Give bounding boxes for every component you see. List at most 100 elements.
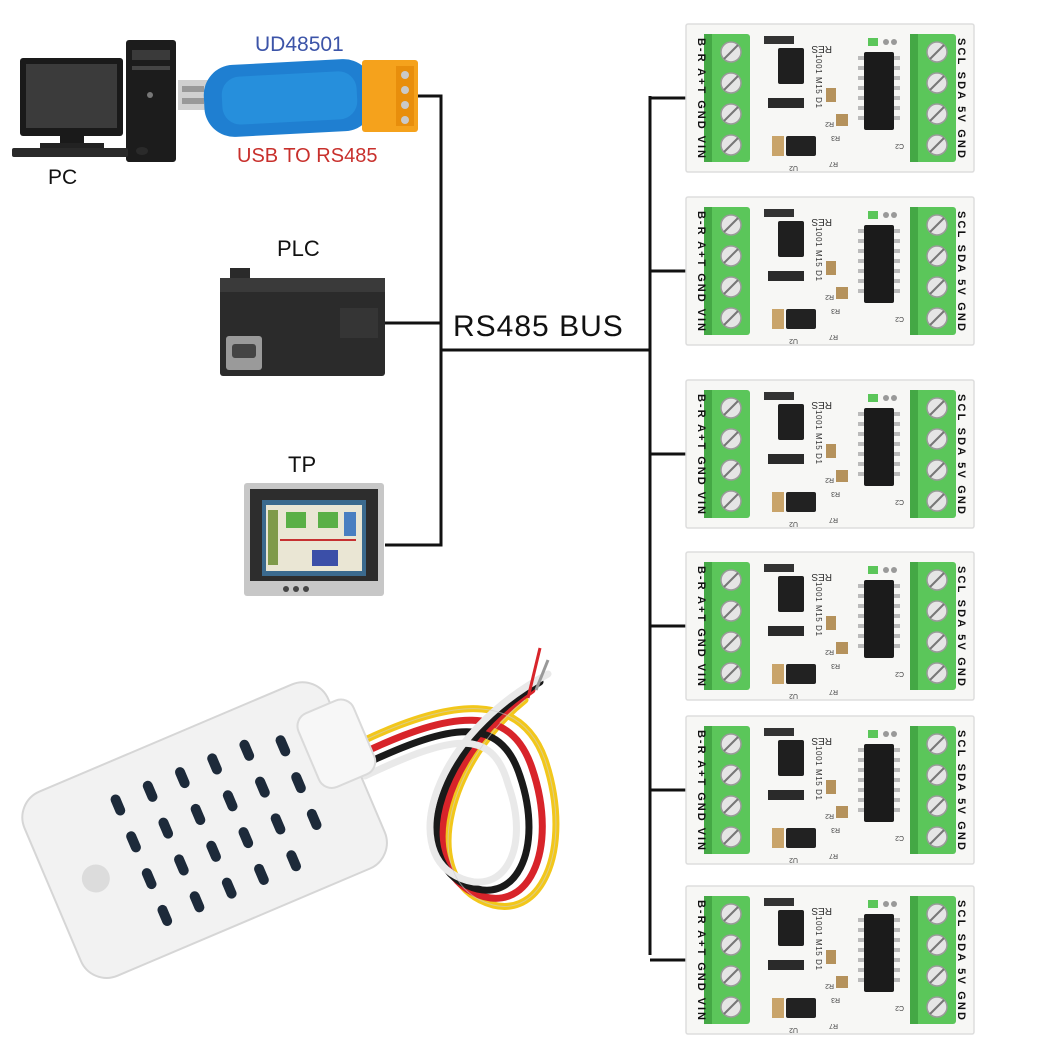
module-part-label: R2 (825, 982, 834, 989)
module-chip-label: 1001 M15 D1 (814, 746, 823, 801)
module-part-label: R3 (831, 307, 840, 314)
module-right-terminal (910, 34, 956, 162)
module-part-label: R7 (829, 160, 838, 167)
module-part-label: U2 (789, 1026, 798, 1033)
pc-illustration (12, 40, 176, 162)
module-diode (768, 98, 804, 108)
converter-bus-wire (385, 94, 443, 547)
module-part-label: C2 (895, 670, 904, 677)
module-part-label: R3 (831, 826, 840, 833)
module-diode (768, 454, 804, 464)
pc-mouse (136, 147, 148, 155)
module-chip-rs485 (778, 404, 804, 440)
module-chip-label: 1001 M15 D1 (814, 410, 823, 465)
module-chip-rs485 (778, 576, 804, 612)
module-part-label: R2 (825, 476, 834, 483)
module-right-terminal (910, 896, 956, 1024)
module-chip-rs485 (778, 910, 804, 946)
module-capacitor (772, 136, 784, 156)
module-part-label: R2 (825, 648, 834, 655)
module-chip-label: 1001 M15 D1 (814, 54, 823, 109)
module-capacitor (772, 492, 784, 512)
module-right-terminal (910, 207, 956, 335)
module-chip-mcu (864, 914, 894, 992)
module-left-terminal (704, 34, 750, 162)
module-part-label: R3 (831, 996, 840, 1003)
pc-tower (126, 40, 176, 162)
module-diode (768, 271, 804, 281)
module-part-label: C2 (895, 315, 904, 322)
module-part-label: R7 (829, 1022, 838, 1029)
module-left-terminal (704, 390, 750, 518)
module-capacitor (772, 664, 784, 684)
module-regulator (786, 492, 816, 512)
module-left-pin-label: B-R A+T GND VIN (695, 394, 707, 514)
module-left-pin-label: B-R A+T GND VIN (695, 730, 707, 850)
tp-label: TP (288, 452, 317, 477)
module-res-label: RES (811, 571, 832, 582)
module-left-pin-label: B-R A+T GND VIN (695, 211, 707, 331)
module-regulator (786, 664, 816, 684)
module-part-label: C2 (895, 498, 904, 505)
module-part-label: R3 (831, 662, 840, 669)
module-chip-mcu (864, 744, 894, 822)
module-chip-label: 1001 M15 D1 (814, 582, 823, 637)
module-res-label: RES (811, 399, 832, 410)
module-right-terminal (910, 390, 956, 518)
rs485-bus-wiring (385, 94, 686, 962)
module-left-pin-label: B-R A+T GND VIN (695, 38, 707, 158)
module-part-label: U2 (789, 856, 798, 863)
module-left-terminal (704, 207, 750, 335)
pc-keyboard (12, 148, 128, 157)
module-regulator (786, 136, 816, 156)
module-part-label: R2 (825, 293, 834, 300)
sensor-cable (361, 670, 560, 910)
sensor-illustration (21, 647, 560, 979)
module-left-terminal (704, 896, 750, 1024)
module-diode (768, 626, 804, 636)
module-chip-label: 1001 M15 D1 (814, 916, 823, 971)
module-capacitor (772, 998, 784, 1018)
module-part-label: R3 (831, 134, 840, 141)
module-regulator (786, 828, 816, 848)
module-part-label: R7 (829, 852, 838, 859)
module-part-label: R2 (825, 120, 834, 127)
module-chip-rs485 (778, 221, 804, 257)
module-chip-mcu (864, 580, 894, 658)
tp-illustration (244, 483, 384, 596)
module-chip-mcu (864, 225, 894, 303)
module-res-label: RES (811, 43, 832, 54)
module-capacitor (772, 828, 784, 848)
module-left-terminal (704, 726, 750, 854)
module-diode (768, 790, 804, 800)
bus-label: RS485 BUS (453, 310, 624, 343)
module-right-terminal (910, 726, 956, 854)
module-part-label: U2 (789, 520, 798, 527)
module-part-label: C2 (895, 1004, 904, 1011)
module-part-label: R7 (829, 333, 838, 340)
sensor-mount-hole (81, 864, 110, 893)
sensor-vent-slots (110, 735, 322, 926)
module-regulator (786, 998, 816, 1018)
module-regulator (786, 309, 816, 329)
module-chip-label: 1001 M15 D1 (814, 227, 823, 282)
plc-illustration (220, 268, 385, 376)
converter-caption-label: USB TO RS485 (237, 145, 378, 167)
module-part-label: C2 (895, 142, 904, 149)
module-diode (768, 960, 804, 970)
module-part-label: U2 (789, 164, 798, 171)
module-part-label: R3 (831, 490, 840, 497)
module-chip-rs485 (778, 740, 804, 776)
module-left-terminal (704, 562, 750, 690)
module-left-pin-label: B-R A+T GND VIN (695, 566, 707, 686)
usb-rs485-converter (178, 59, 418, 137)
module-part-label: U2 (789, 692, 798, 699)
